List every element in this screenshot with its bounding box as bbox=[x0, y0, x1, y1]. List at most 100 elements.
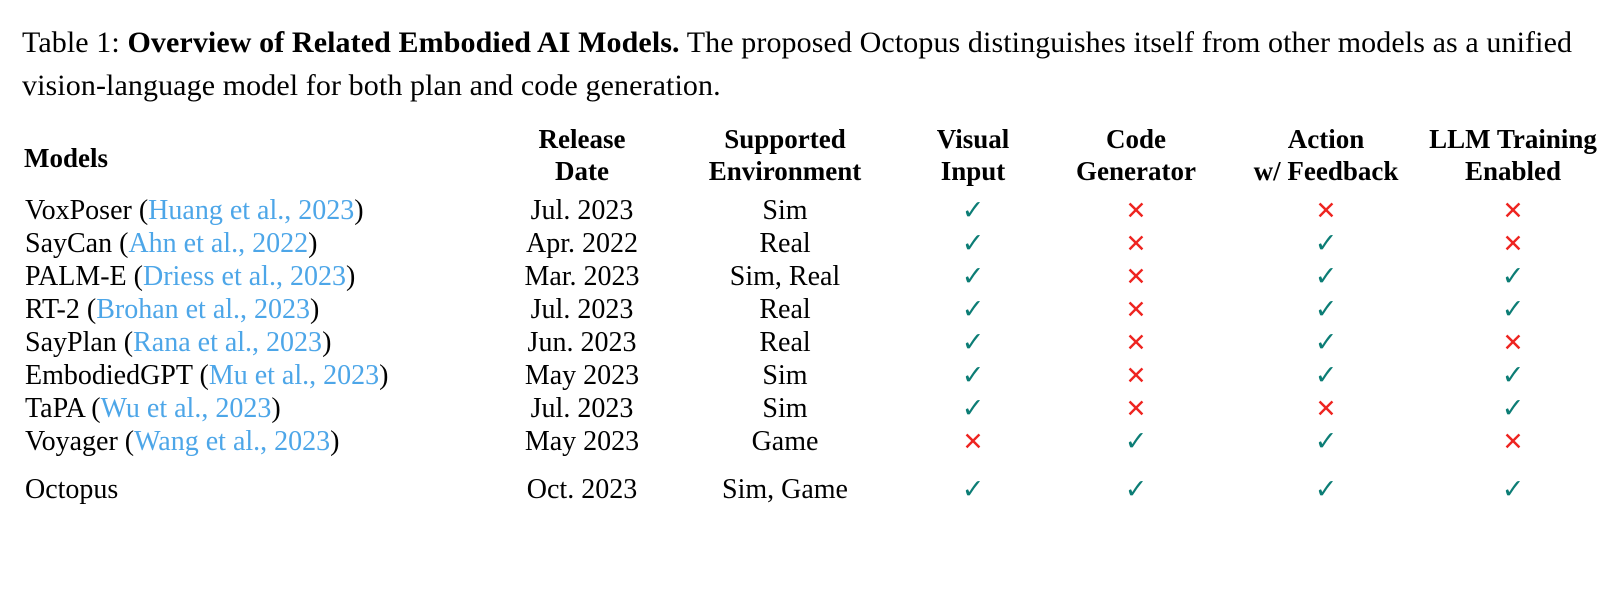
citation-close-paren: ) bbox=[330, 426, 340, 458]
citation-link[interactable]: Brohan et al., 2023 bbox=[96, 294, 311, 326]
cell-code-generator: ✕ bbox=[1046, 327, 1226, 360]
check-icon: ✓ bbox=[1501, 261, 1525, 293]
comparison-table-container: Models Release Date Supported Environmen… bbox=[24, 124, 1600, 516]
cell-release-date: Oct. 2023 bbox=[526, 474, 638, 506]
check-icon: ✓ bbox=[1124, 426, 1148, 458]
cross-icon: ✕ bbox=[1315, 394, 1337, 424]
cell-action-feedback: ✓ bbox=[1226, 360, 1426, 393]
cell-visual-input: ✓ bbox=[900, 188, 1046, 228]
cell-release-date: May 2023 bbox=[524, 426, 640, 458]
header-line-2: Date bbox=[555, 155, 609, 186]
citation-open-paren: ( bbox=[192, 360, 209, 392]
cell-code-generator: ✓ bbox=[1046, 426, 1226, 466]
cross-icon: ✕ bbox=[1125, 361, 1147, 391]
citation-link[interactable]: Ahn et al., 2022 bbox=[128, 228, 309, 260]
cell-release-date: Apr. 2022 bbox=[526, 228, 638, 260]
model-name-text: TaPA bbox=[25, 393, 85, 425]
cell-llm-training: ✓ bbox=[1426, 261, 1600, 294]
citation-close-paren: ) bbox=[345, 261, 356, 293]
header-line-1: Action bbox=[1287, 124, 1365, 154]
related-models-table: Models Release Date Supported Environmen… bbox=[24, 124, 1600, 516]
citation-link[interactable]: Driess et al., 2023 bbox=[142, 261, 346, 293]
cell-model-name: TaPA (Wu et al., 2023) bbox=[24, 393, 494, 426]
check-icon: ✓ bbox=[961, 228, 985, 260]
cell-model-name: PALM-E (Driess et al., 2023) bbox=[24, 261, 494, 294]
citation-close-paren: ) bbox=[308, 228, 318, 260]
cross-icon: ✕ bbox=[1125, 394, 1147, 424]
caption-body: The proposed Octopus distinguishes itsel… bbox=[22, 26, 1573, 102]
citation-link[interactable]: Huang et al., 2023 bbox=[148, 195, 355, 227]
citation-close-paren: ) bbox=[271, 393, 281, 425]
cell-llm-training: ✓ bbox=[1426, 466, 1600, 516]
cell-code-generator: ✕ bbox=[1046, 261, 1226, 294]
header-line-1: Models bbox=[24, 142, 108, 173]
cell-model-name: Octopus bbox=[24, 466, 494, 516]
citation-open-paren: ( bbox=[126, 261, 143, 293]
table-row: PALM-E (Driess et al., 2023) Mar. 2023 Sim… bbox=[24, 261, 1600, 294]
cell-visual-input: ✕ bbox=[900, 426, 1046, 466]
citation-link[interactable]: Wang et al., 2023 bbox=[134, 426, 331, 458]
table-caption: Table 1: Overview of Related Embodied AI… bbox=[22, 22, 1602, 107]
check-icon: ✓ bbox=[961, 474, 985, 506]
header-line-2: Environment bbox=[708, 155, 862, 186]
cross-icon: ✕ bbox=[1315, 196, 1337, 226]
cell-environment: Sim bbox=[762, 195, 808, 227]
citation-link[interactable]: Wu et al., 2023 bbox=[100, 393, 272, 425]
cell-release-date: Mar. 2023 bbox=[524, 261, 640, 293]
cell-model-name: RT-2 (Brohan et al., 2023) bbox=[24, 294, 494, 327]
model-name-text: Voyager bbox=[25, 426, 118, 458]
cell-environment: Game bbox=[751, 426, 819, 458]
citation-close-paren: ) bbox=[379, 360, 389, 392]
cell-action-feedback: ✕ bbox=[1226, 393, 1426, 426]
cell-llm-training: ✕ bbox=[1426, 188, 1600, 228]
cross-icon: ✕ bbox=[1125, 229, 1147, 259]
model-name-text: EmbodiedGPT bbox=[25, 360, 193, 392]
column-header-models: Models bbox=[24, 124, 494, 188]
cell-model-name: VoxPoser (Huang et al., 2023) bbox=[24, 188, 494, 228]
citation-link[interactable]: Rana et al., 2023 bbox=[133, 327, 323, 359]
check-icon: ✓ bbox=[1314, 360, 1338, 392]
cell-action-feedback: ✓ bbox=[1226, 261, 1426, 294]
column-header-llm-training-enabled: LLM Training Enabled bbox=[1426, 124, 1600, 188]
cell-visual-input: ✓ bbox=[900, 327, 1046, 360]
cell-action-feedback: ✓ bbox=[1226, 426, 1426, 466]
cell-llm-training: ✕ bbox=[1426, 228, 1600, 261]
header-line-2: Generator bbox=[1076, 155, 1196, 186]
cell-visual-input: ✓ bbox=[900, 261, 1046, 294]
model-name-text: SayPlan bbox=[25, 327, 117, 359]
cell-environment: Sim bbox=[762, 360, 808, 392]
cell-visual-input: ✓ bbox=[900, 466, 1046, 516]
check-icon: ✓ bbox=[961, 294, 985, 326]
cell-code-generator: ✕ bbox=[1046, 393, 1226, 426]
citation-close-paren: ) bbox=[354, 195, 364, 227]
model-name-text: PALM-E bbox=[25, 261, 127, 293]
cell-code-generator: ✕ bbox=[1046, 188, 1226, 228]
cell-action-feedback: ✓ bbox=[1226, 228, 1426, 261]
cell-environment: Sim, Real bbox=[729, 261, 841, 293]
citation-link[interactable]: Mu et al., 2023 bbox=[208, 360, 380, 392]
column-header-code-generator: Code Generator bbox=[1046, 124, 1226, 188]
citation-close-paren: ) bbox=[310, 294, 320, 326]
caption-label: Table 1: bbox=[22, 26, 120, 59]
check-icon: ✓ bbox=[961, 327, 985, 359]
cross-icon: ✕ bbox=[962, 427, 984, 457]
check-icon: ✓ bbox=[1314, 327, 1338, 359]
citation-close-paren: ) bbox=[322, 327, 332, 359]
citation-open-paren: ( bbox=[116, 327, 134, 359]
cell-action-feedback: ✓ bbox=[1226, 327, 1426, 360]
column-header-supported-environment: Supported Environment bbox=[670, 124, 900, 188]
citation-open-paren: ( bbox=[117, 426, 135, 458]
cell-visual-input: ✓ bbox=[900, 360, 1046, 393]
model-name-text: RT-2 bbox=[25, 294, 80, 326]
citation-open-paren: ( bbox=[112, 228, 129, 260]
cross-icon: ✕ bbox=[1502, 427, 1524, 457]
cell-code-generator: ✓ bbox=[1046, 466, 1226, 516]
header-line-1: Visual bbox=[936, 124, 1010, 154]
